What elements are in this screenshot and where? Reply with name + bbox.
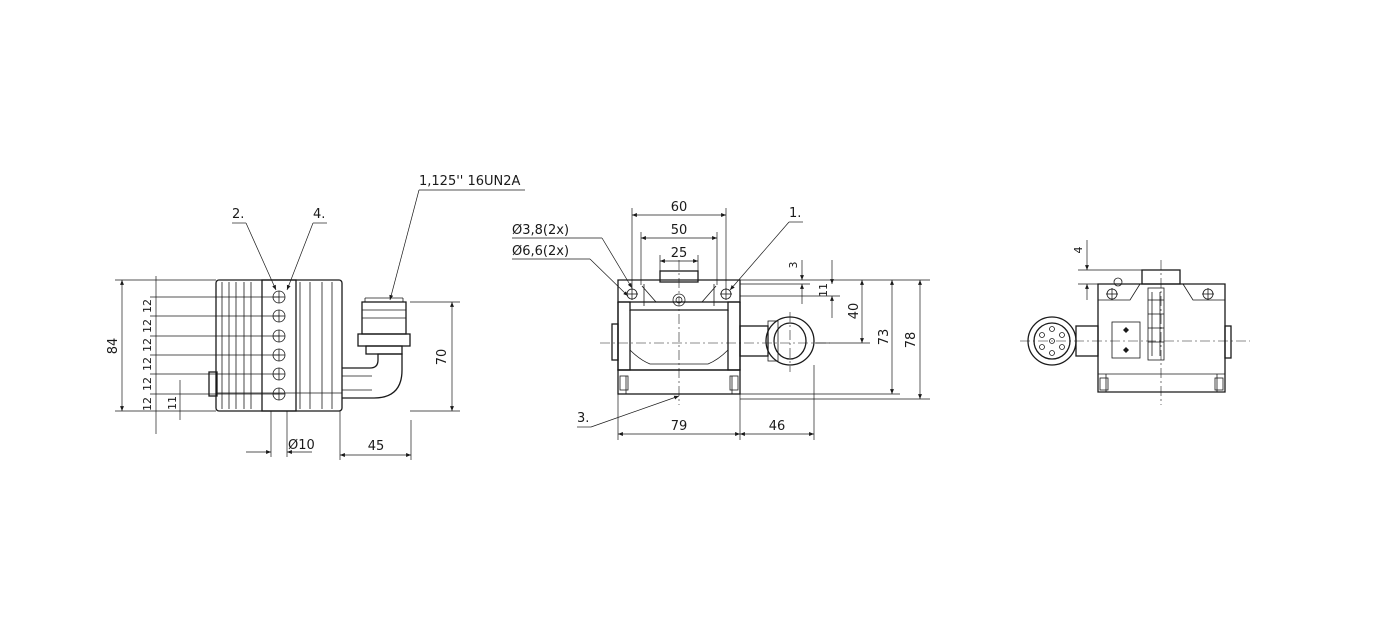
callout-hole-large: Ø6,6(2x) (512, 244, 569, 259)
actuator-holes (272, 290, 286, 401)
dim-11-center: 11 (817, 283, 830, 297)
dim-46: 46 (769, 419, 786, 434)
left-view: 84 12 12 12 12 12 12 11 Ø10 45 70 (106, 174, 525, 460)
elbow-connector (342, 297, 411, 399)
dim-11-left: 11 (166, 396, 179, 410)
dim-45: 45 (368, 439, 385, 454)
dim-50: 50 (671, 223, 688, 238)
dim-pitch-5: 12 (141, 377, 154, 391)
right-view: 4 (1020, 240, 1250, 405)
dim-pitch-1: 12 (141, 299, 154, 313)
callout-3: 3. (577, 411, 589, 426)
dim-84: 84 (106, 338, 121, 355)
callout-thread: 1,125'' 16UN2A (419, 174, 521, 189)
dim-pitch-4: 12 (141, 357, 154, 371)
callout-4: 4. (313, 207, 325, 222)
dim-40: 40 (847, 303, 862, 320)
dim-pitch-2: 12 (141, 319, 154, 333)
actuator-strip (261, 279, 297, 412)
dim-25: 25 (671, 246, 688, 261)
dim-3: 3 (787, 262, 800, 269)
dim-73: 73 (877, 329, 892, 346)
dim-78: 78 (904, 332, 919, 349)
dim-dia-10: Ø10 (288, 438, 315, 453)
dim-70: 70 (435, 349, 450, 366)
dim-60: 60 (671, 200, 688, 215)
center-view: 60 50 25 Ø3,8(2x) Ø6,6(2x) 1. 3. 3 1 (512, 200, 930, 440)
callout-2: 2. (232, 207, 244, 222)
callout-1: 1. (789, 206, 801, 221)
side-tab (208, 371, 218, 397)
center-connector (739, 316, 815, 366)
dim-pitch-6: 12 (141, 397, 154, 411)
callout-hole-small: Ø3,8(2x) (512, 223, 569, 238)
dim-pitch-3: 12 (141, 338, 154, 352)
dim-4: 4 (1072, 247, 1085, 254)
dim-79: 79 (671, 419, 688, 434)
